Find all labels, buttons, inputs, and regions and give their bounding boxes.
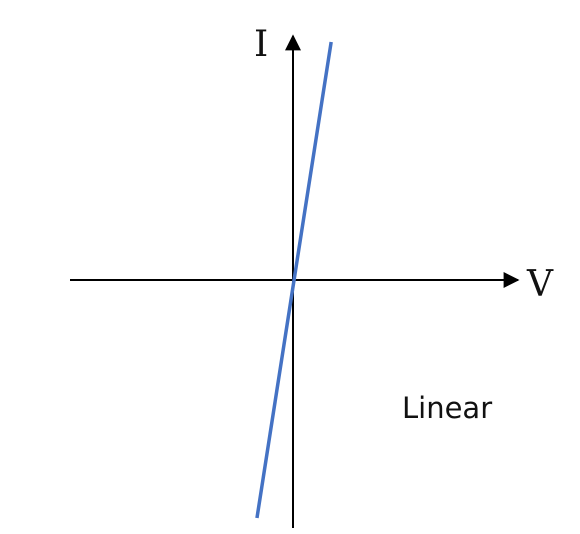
y-axis-label: I bbox=[254, 24, 268, 65]
x-axis-label: V bbox=[526, 264, 554, 305]
series-line bbox=[255, 41, 333, 519]
annotation-linear: Linear bbox=[402, 391, 492, 425]
